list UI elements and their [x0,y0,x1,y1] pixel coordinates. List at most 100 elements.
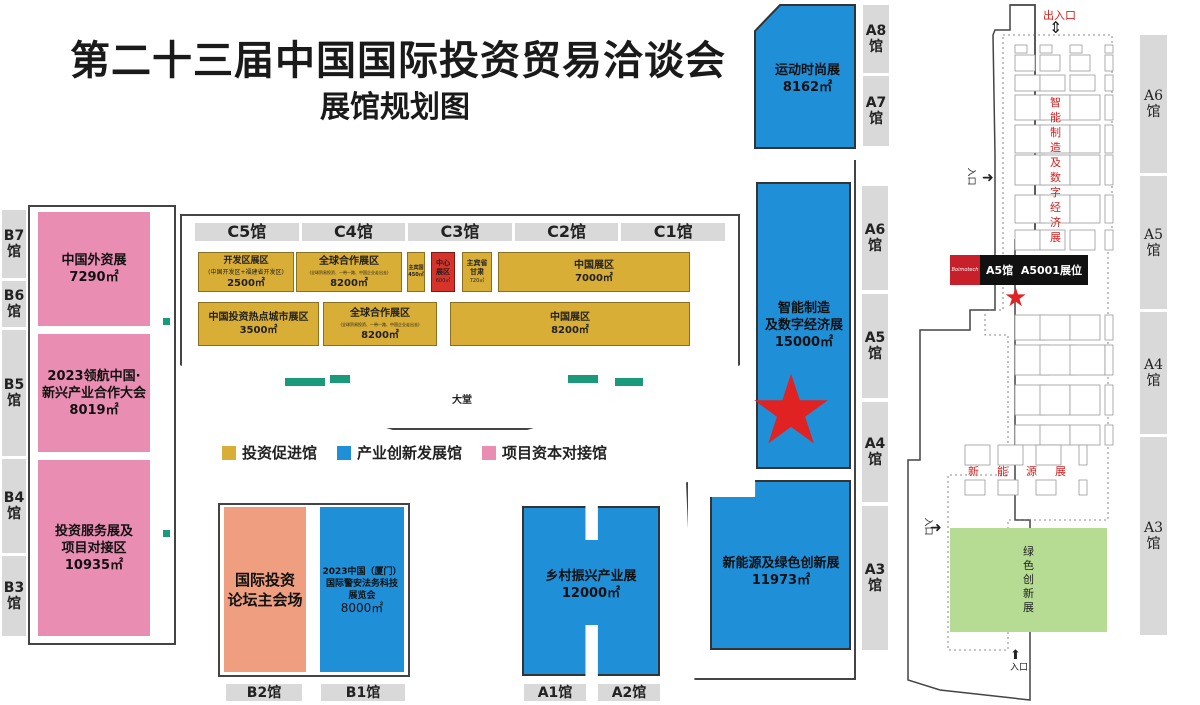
label-b5: B5馆 [2,330,26,456]
booth [1039,154,1071,186]
booth [1069,124,1101,154]
zone-name: 全球合作展区 [350,307,410,319]
detail-label-a5: A5馆 [1140,176,1167,309]
hall-a78-zone[interactable]: 运动时尚展 8162㎡ [760,62,855,96]
hall-b2-forum[interactable]: 国际投资 论坛主会场 [224,507,306,672]
zone-green-label: 绿色创新展 [1023,545,1034,614]
hall-a12-label: 乡村振兴产业展 12000㎡ [524,568,658,602]
zone-name: 中国展区 [574,260,614,271]
zone-area: 450㎡ [408,272,424,278]
booth [1104,124,1114,154]
booth [1104,314,1114,341]
exhibitor-logo: Boimotech [950,255,980,285]
teal-marker [615,378,643,386]
zone-global-cooperation-2[interactable]: 全球合作展区(全球贸易投资、一带一路、中国企业走出去)8200㎡ [323,302,437,346]
legend-label: 投资促进馆 [242,444,318,462]
booth [1039,94,1071,121]
legend-label: 项目资本对接馆 [502,444,608,462]
zone-development[interactable]: 开发区展区(中国开发区+福建省开发区)2500㎡ [198,252,294,292]
zone-area: 12000㎡ [561,586,621,601]
zone-name: 投资服务展及 项目对接区 [54,523,133,556]
booth-grid [964,44,1114,496]
booth [1014,229,1041,251]
page-title: 第二十三届中国国际投资贸易洽谈会 [70,38,726,84]
booth [1069,384,1101,416]
legend-label: 产业创新发展馆 [357,444,463,462]
booth [1039,54,1061,72]
zone-name: 中心 展区 [436,258,450,276]
arrow-right-icon: ➜ [982,170,994,186]
hall-a-lower[interactable] [710,480,851,650]
zone-name: 智能制造 及数字经济展 [764,301,843,333]
booth [1069,229,1096,251]
detail-label-a6-box: A6馆 [1140,35,1167,173]
zone-area: 15000㎡ [774,335,834,350]
detail-label-a3: A3馆 [1140,437,1167,635]
booth-callout[interactable]: Boimotech A5馆 A5001展位 [950,255,1088,285]
zone-area: 10935㎡ [64,557,124,573]
teal-marker [163,530,170,537]
booth [1069,54,1091,72]
booth [964,479,986,496]
booth [1104,229,1114,251]
legend-swatch [222,445,236,460]
booth [1104,344,1114,376]
label-a2: A2馆 [598,684,660,701]
zone-name: 乡村振兴产业展 [545,569,637,584]
label-b6: B6馆 [2,281,26,327]
hall-a-upper[interactable] [756,182,851,469]
legend-item-industry: 产业创新发展馆 [337,442,462,463]
zone-name: 全球合作展区 [319,255,379,267]
detail-floor-plan [907,4,1114,701]
booth [1039,74,1066,92]
booth-star-icon: ★ [1004,283,1028,313]
zone-global-cooperation-1[interactable]: 全球合作展区(全球贸易投资、一带一路、中国企业走出去)8200㎡ [296,252,402,292]
label-c1: C1馆 [621,223,725,241]
zone-name: 2023中国（厦门） 国际警安法务科技 展览会 [322,566,402,601]
green-innovation-zone[interactable]: 绿色创新展 [950,528,1107,632]
zone-name: 中国展区 [550,312,590,323]
booth-number-label: A5馆 A5001展位 [980,255,1088,285]
up-down-arrow-icon: ⇕ [1049,18,1063,37]
teal-marker [568,375,598,383]
booth [1039,344,1076,376]
booth [1104,384,1114,416]
zone-area: 8019㎡ [69,402,119,418]
detail-label-a4: A4馆 [1140,312,1167,434]
zone-name: 主宾省 甘肃 [466,258,488,276]
booth [1078,479,1088,496]
label-a3: A3馆 [862,506,888,650]
booth [1039,384,1071,416]
label-b2: B2馆 [226,684,302,701]
booth [1039,424,1071,446]
booth [1069,44,1083,54]
label-b7: B7馆 [2,210,26,278]
booth [1069,194,1101,224]
zone-area: 600㎡ [435,277,451,284]
booth [1078,444,1088,466]
zone-area: 720㎡ [469,277,485,284]
zone-note: (中国开发区+福建省开发区) [208,268,284,276]
booth [1014,74,1041,92]
side-entrance-label: 入口 [965,167,976,186]
legend-item-invest: 投资促进馆 [222,442,317,463]
booth [1104,94,1114,121]
detail-label-a6: A6馆 [1140,35,1167,173]
zone-name: 新能源及绿色创新展 [722,556,840,571]
zone-name: 主宾国 [408,265,424,271]
booth [1069,424,1101,446]
zone-area: 8000㎡ [340,600,384,615]
zone-area: 8162㎡ [782,80,833,95]
zone-upper-vertical-label: 智能制造及数字经济展 [1050,96,1061,244]
booth [1069,344,1106,376]
